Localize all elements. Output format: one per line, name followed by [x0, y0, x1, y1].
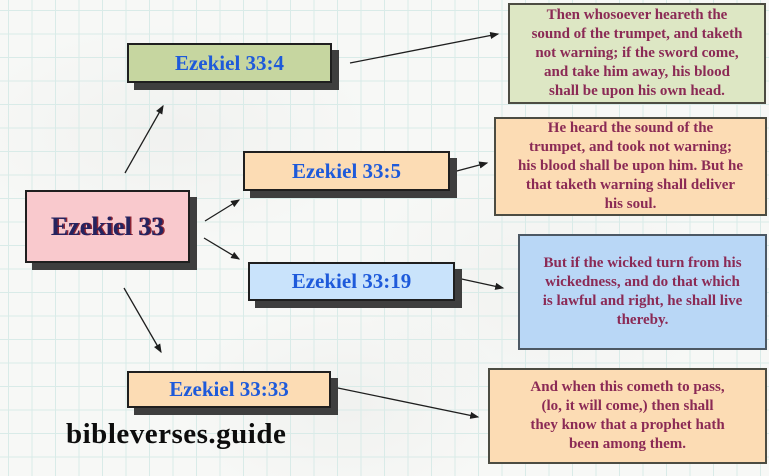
verse-box-ezekiel-33-33: And when this cometh to pass, (lo, it wi… [488, 368, 767, 464]
arrow-33-33-to-verse [332, 386, 480, 419]
verse-box-ezekiel-33-5: He heard the sound of the trumpet, and t… [494, 117, 767, 216]
node-ezekiel-33-label: Ezekiel 33 [50, 211, 165, 241]
node-ezekiel-33-5-label: Ezekiel 33:5 [291, 158, 402, 183]
arrow-33-19-to-verse [456, 277, 505, 290]
verse-text-ezekiel-33-19: But if the wicked turn from his wickedne… [542, 254, 743, 329]
arrow-root-to-33-19 [203, 237, 241, 260]
arrow-root-to-33-5 [204, 199, 241, 222]
node-ezekiel-33-4: Ezekiel 33:4 [127, 43, 332, 83]
verse-text-ezekiel-33-33: And when this cometh to pass, (lo, it wi… [530, 378, 725, 453]
node-ezekiel-33-19-label: Ezekiel 33:19 [291, 269, 412, 293]
node-ezekiel-33-19: Ezekiel 33:19 [248, 262, 455, 301]
node-ezekiel-33-33-label: Ezekiel 33:33 [169, 377, 289, 401]
arrow-33-4-to-verse [349, 31, 500, 64]
verse-text-ezekiel-33-4: Then whosoever heareth the sound of the … [531, 6, 743, 100]
arrow-33-5-to-verse [452, 161, 489, 173]
arrow-root-to-33-33 [123, 287, 162, 354]
node-ezekiel-33: Ezekiel 33 [25, 190, 190, 263]
arrow-root-to-33-4 [124, 104, 164, 174]
node-ezekiel-33-5: Ezekiel 33:5 [243, 151, 450, 191]
node-ezekiel-33-4-label: Ezekiel 33:4 [174, 50, 285, 75]
verse-box-ezekiel-33-19: But if the wicked turn from his wickedne… [518, 234, 767, 350]
verse-text-ezekiel-33-5: He heard the sound of the trumpet, and t… [517, 119, 744, 213]
watermark-bibleverses-guide: bibleverses.guide [66, 418, 287, 450]
verse-box-ezekiel-33-4: Then whosoever heareth the sound of the … [508, 3, 766, 104]
node-ezekiel-33-33: Ezekiel 33:33 [127, 371, 331, 408]
